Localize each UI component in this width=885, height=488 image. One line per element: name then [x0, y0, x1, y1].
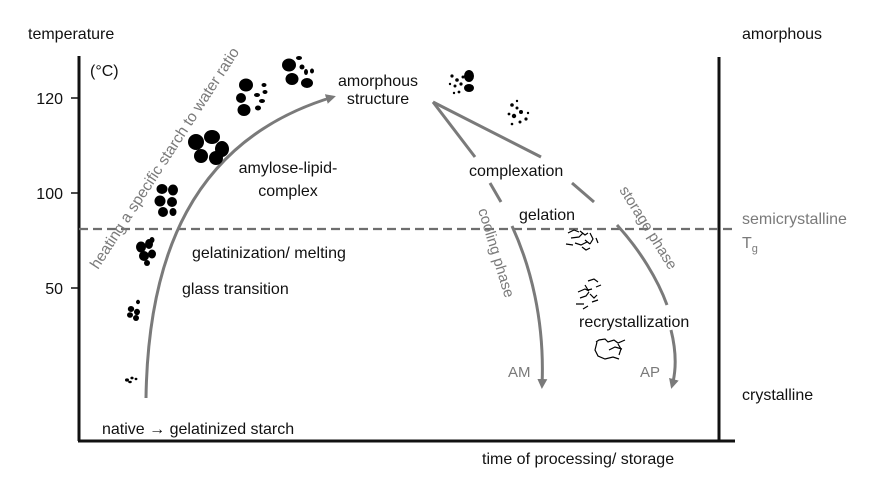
amorphous-structure-label-1: amorphous [338, 73, 418, 90]
storage-arrow-upper [615, 223, 669, 306]
granule-swollen [188, 130, 229, 165]
granule-disrupting-1 [236, 78, 268, 116]
granule-swelling-3 [154, 184, 178, 217]
y-axis-title: temperature [28, 26, 114, 43]
cooling-phase-label: cooling phase [474, 206, 517, 300]
x-axis-title: time of processing/ storage [482, 451, 674, 468]
chains-partial [576, 278, 602, 310]
am-label: AM [508, 364, 531, 381]
cooling-arrow [510, 225, 548, 389]
granule-fragments-1 [448, 70, 474, 95]
chains-crystalline [594, 338, 626, 360]
y-axis-unit: (°C) [90, 63, 119, 80]
tick-label-50: 50 [45, 281, 63, 298]
complexation-branch-right [432, 100, 542, 159]
native-gelatinized-label: native → gelatinized starch [102, 421, 294, 438]
complexation-branch-left [431, 101, 477, 158]
chains-gel [565, 229, 599, 251]
granule-swelling-2 [136, 237, 156, 266]
storage-arrow-lower [669, 329, 679, 389]
right-label-semicrystalline: semicrystalline [742, 211, 847, 228]
ap-label: AP [640, 364, 660, 381]
right-label-tg: Tg [742, 235, 758, 255]
gelation-label: gelation [519, 207, 575, 224]
recrystallization-label: recrystallization [579, 314, 689, 331]
right-label-amorphous: amorphous [742, 26, 822, 43]
amylose-lipid-label-1: amylose-lipid- [239, 160, 338, 177]
granule-fragments-2 [507, 99, 530, 126]
amorphous-structure-label-2: structure [347, 91, 409, 108]
gelation-branch-right [571, 181, 595, 204]
heating-arrow [144, 94, 336, 399]
tick-label-120: 120 [36, 91, 63, 108]
gelatinization-label: gelatinization/ melting [192, 245, 346, 262]
amylose-lipid-label-2: complex [258, 183, 318, 200]
granule-swelling-1 [127, 299, 140, 321]
tick-label-100: 100 [36, 186, 63, 203]
gelation-branch-left [488, 182, 503, 203]
glass-transition-label: glass transition [182, 281, 289, 298]
granule-disrupting-2 [282, 56, 314, 88]
complexation-label: complexation [469, 163, 563, 180]
granule-native [125, 376, 138, 384]
right-label-crystalline: crystalline [742, 387, 813, 404]
